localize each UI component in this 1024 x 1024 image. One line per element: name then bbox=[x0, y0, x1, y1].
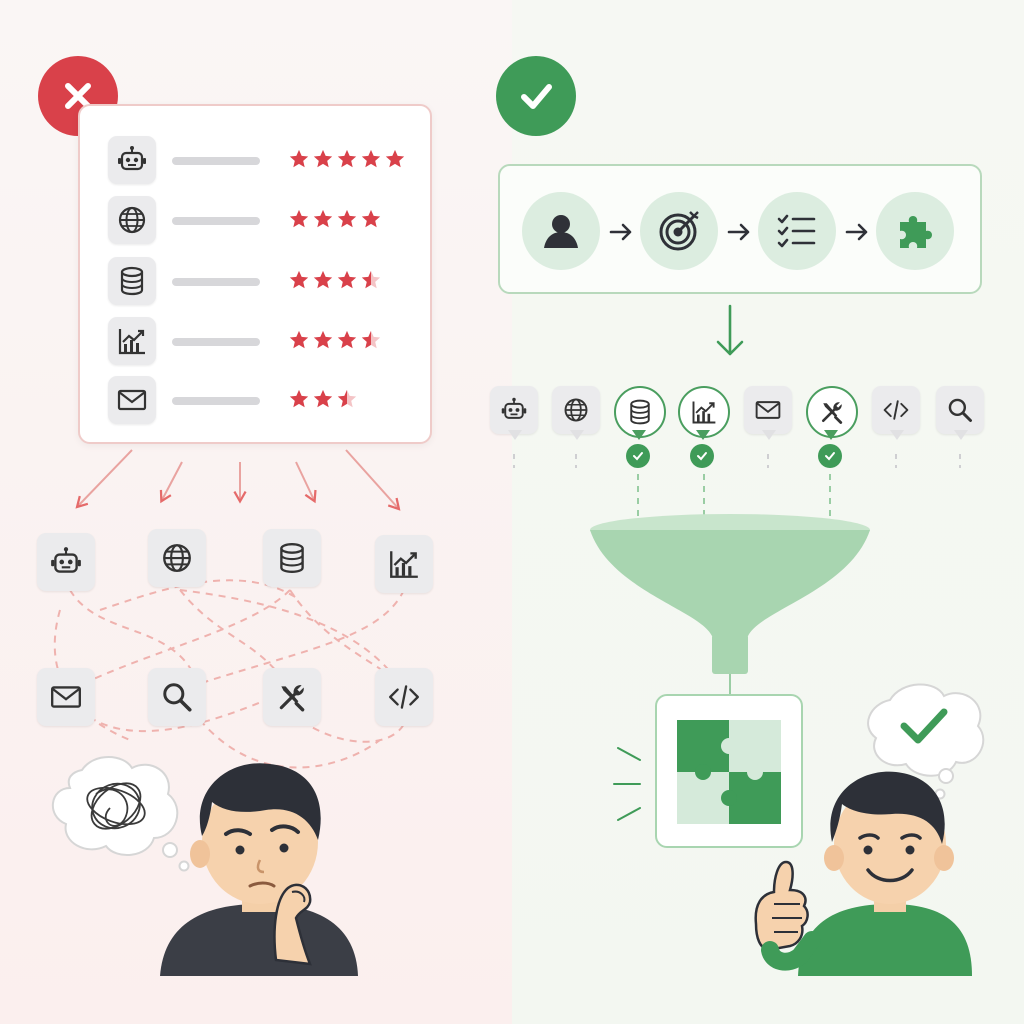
check-icon bbox=[690, 444, 714, 468]
globe-icon bbox=[108, 196, 156, 244]
placeholder-bar bbox=[172, 217, 260, 225]
user-icon bbox=[522, 192, 600, 270]
list-item bbox=[108, 317, 418, 365]
chart-icon bbox=[375, 535, 433, 593]
database-icon bbox=[108, 257, 156, 305]
list-item bbox=[108, 136, 418, 184]
globe-icon bbox=[552, 386, 600, 440]
confused-person bbox=[160, 763, 358, 976]
check-thought-icon bbox=[867, 683, 985, 800]
arrow-down-icon bbox=[716, 304, 744, 356]
code-icon bbox=[872, 386, 920, 440]
robot-icon bbox=[37, 533, 95, 591]
tools-icon bbox=[263, 668, 321, 726]
mail-icon bbox=[744, 386, 792, 440]
list-item bbox=[108, 376, 418, 424]
intent-flow-panel bbox=[498, 164, 982, 294]
mail-icon bbox=[108, 376, 156, 424]
arrow-right-icon bbox=[727, 223, 750, 241]
search-icon bbox=[148, 668, 206, 726]
check-icon bbox=[818, 444, 842, 468]
happy-person-thumbs-up bbox=[754, 771, 972, 976]
mail-icon bbox=[37, 668, 95, 726]
checklist-icon bbox=[758, 192, 836, 270]
tangled-thought-icon bbox=[51, 756, 190, 872]
sparkle-lines bbox=[613, 747, 641, 821]
search-icon bbox=[936, 386, 984, 440]
list-item bbox=[108, 196, 418, 244]
list-item bbox=[108, 257, 418, 305]
selection-funnel bbox=[513, 454, 961, 696]
target-icon bbox=[640, 192, 718, 270]
placeholder-bar bbox=[172, 157, 260, 165]
robot-icon bbox=[490, 386, 538, 440]
placeholder-bar bbox=[172, 278, 260, 286]
chart-icon bbox=[678, 386, 730, 468]
database-icon bbox=[263, 529, 321, 587]
placeholder-bar bbox=[172, 338, 260, 346]
globe-icon bbox=[148, 529, 206, 587]
database-icon bbox=[614, 386, 666, 468]
chart-icon bbox=[108, 317, 156, 365]
puzzle-icon bbox=[876, 192, 954, 270]
tools-icon bbox=[806, 386, 858, 468]
robot-icon bbox=[108, 136, 156, 184]
code-icon bbox=[375, 668, 433, 726]
check-icon bbox=[496, 56, 576, 136]
puzzle-solved-icon bbox=[655, 694, 803, 848]
arrow-right-icon bbox=[845, 223, 868, 241]
ranked-tool-list bbox=[78, 104, 432, 444]
placeholder-bar bbox=[172, 397, 260, 405]
arrow-right-icon bbox=[609, 223, 632, 241]
check-icon bbox=[626, 444, 650, 468]
